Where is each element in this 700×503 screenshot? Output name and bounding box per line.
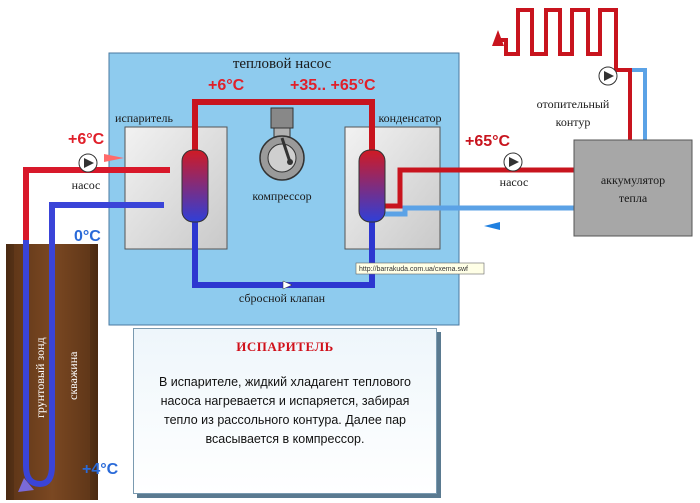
temp-compressor-outlet: +35.. +65°C xyxy=(290,77,376,94)
pump-left-icon[interactable] xyxy=(78,153,98,173)
info-body: В испарителе, жидкий хладагент теплового… xyxy=(158,375,411,446)
pump-heating-icon[interactable] xyxy=(598,66,618,86)
temp-ground-supply: +6°C xyxy=(68,131,105,148)
info-title: ИСПАРИТЕЛЬ xyxy=(236,339,334,354)
temp-evaporator-outlet: +6°C xyxy=(208,77,245,94)
evaporator-label: испаритель xyxy=(115,111,173,125)
evaporator-box[interactable] xyxy=(124,126,228,250)
compressor-label: компрессор xyxy=(252,189,311,203)
accumulator-label-1: аккумулятор xyxy=(601,173,665,187)
valve-label: сбросной клапан xyxy=(239,291,326,305)
compressor-to-condenser-pipe xyxy=(282,99,375,160)
probe-label: грунтовый зонд xyxy=(33,337,47,418)
diagram-title: тепловой насос xyxy=(233,56,332,72)
heat-supply-pipe xyxy=(378,167,575,209)
inflow-arrow-icon xyxy=(104,154,124,162)
heat-return-pipe xyxy=(378,205,575,217)
return-arrow-icon xyxy=(484,222,500,230)
url-tooltip xyxy=(355,262,485,275)
ground-supply-hot xyxy=(23,167,170,240)
heating-circuit-coil xyxy=(498,8,632,140)
heating-return-pipe xyxy=(632,68,647,140)
probe-arrow-icon xyxy=(18,478,34,492)
temp-ground-return: 0°C xyxy=(74,228,101,245)
evaporator-vessel[interactable] xyxy=(181,149,209,223)
evap-to-compressor-pipe xyxy=(192,99,282,160)
temp-probe-bottom: +4°C xyxy=(82,461,119,478)
pump-right-label: насос xyxy=(500,175,529,189)
info-panel: ИСПАРИТЕЛЬ В испарителе, жидкий хладаген… xyxy=(133,328,437,494)
pump-right-icon[interactable] xyxy=(503,152,523,172)
url-tooltip-text: http://barrakuda.com.ua/cxema.swf xyxy=(359,266,468,273)
heating-flow-arrow-icon xyxy=(492,30,504,46)
accumulator-box[interactable] xyxy=(573,139,693,237)
heating-circuit-label-2: контур xyxy=(556,115,591,129)
heating-circuit-label-1: отопительный xyxy=(537,97,610,111)
accumulator-label-2: тепла xyxy=(619,191,648,205)
valve-icon[interactable] xyxy=(282,280,293,290)
ground-probe-pipe xyxy=(23,167,170,488)
condenser-label: конденсатор xyxy=(378,111,441,125)
temp-heat-supply: +65°C xyxy=(465,133,511,150)
compressor-icon[interactable] xyxy=(259,107,305,181)
well-label: скважина xyxy=(66,351,80,400)
condenser-vessel[interactable] xyxy=(358,149,386,223)
pump-left-label: насос xyxy=(72,178,101,192)
